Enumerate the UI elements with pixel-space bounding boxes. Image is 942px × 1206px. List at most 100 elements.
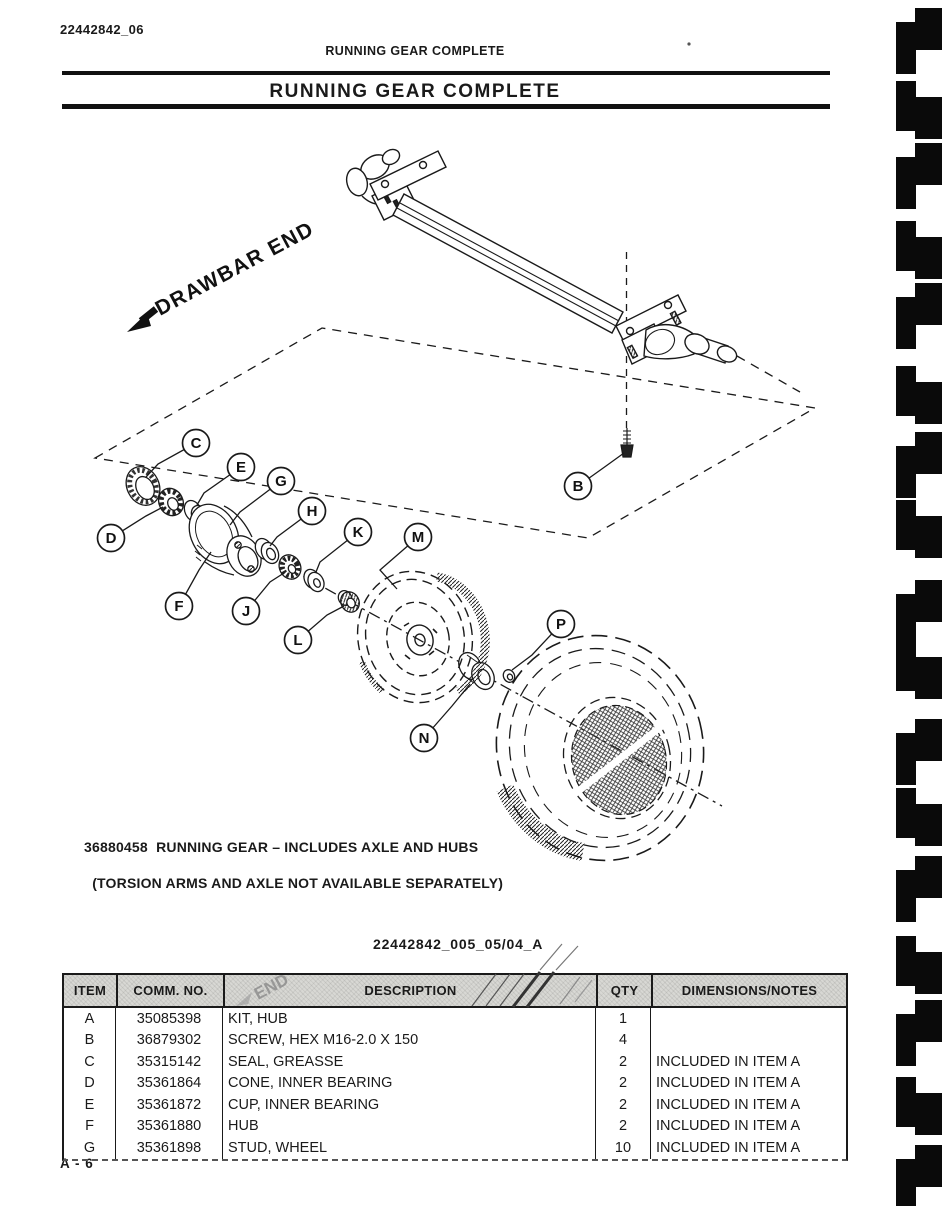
binder-hole-mark [896, 220, 916, 271]
binder-hole-mark [915, 431, 942, 474]
header-rule-bottom [62, 104, 830, 109]
callout-label-E: E [236, 459, 246, 476]
table-cell: INCLUDED IN ITEM A [656, 1053, 801, 1070]
header-rule-top [62, 71, 830, 75]
callout-label-K: K [353, 524, 364, 541]
table-cell: 35361898 [116, 1137, 223, 1159]
callout-label-N: N [419, 730, 430, 747]
axle-assembly [345, 148, 738, 365]
col-header-item: ITEM [64, 975, 118, 1006]
table-cell: 10 [596, 1137, 651, 1159]
table-cell: G [64, 1137, 116, 1159]
parts-table: ITEM COMM. NO. DESCRIPTION QTY DIMENSION… [62, 973, 848, 1161]
table-cell: 36879302 [116, 1029, 223, 1051]
binder-hole-mark [896, 1014, 916, 1067]
table-cell: SCREW, HEX M16-2.0 X 150 [223, 1029, 596, 1051]
col-header-qty: QTY [598, 975, 653, 1006]
caption-line-2: (TORSION ARMS AND AXLE NOT AVAILABLE SEP… [92, 875, 504, 891]
binder-hole-mark [896, 1158, 916, 1206]
binder-hole-mark [896, 733, 916, 785]
table-cell: 2 [596, 1072, 651, 1094]
callout-label-L: L [293, 632, 302, 649]
col-header-comm: COMM. NO. [118, 975, 225, 1006]
table-cell: 35315142 [116, 1051, 223, 1073]
binder-hole-mark [915, 516, 942, 559]
binder-hole-mark [896, 594, 916, 647]
binder-hole-mark [915, 236, 942, 279]
callout-label-J: J [242, 603, 250, 620]
binder-hole-mark [896, 156, 916, 209]
callouts: C E G H K M D F J L B P N [96, 428, 593, 753]
table-cell: 4 [596, 1029, 651, 1051]
table-cell: INCLUDED IN ITEM A [656, 1096, 801, 1113]
binder-hole-mark [915, 951, 942, 994]
callout-label-F: F [174, 598, 183, 615]
callout-label-G: G [275, 473, 287, 490]
binder-hole-mark [896, 365, 916, 416]
wheel-rim [356, 570, 490, 704]
table-cell: D [64, 1072, 116, 1094]
binder-hole-mark [896, 1076, 916, 1127]
table-cell: INCLUDED IN ITEM A [656, 1075, 801, 1092]
binder-hole-mark [915, 804, 942, 847]
screw-part [620, 428, 634, 458]
table-cell: A [64, 1008, 116, 1030]
binder-hole-mark [896, 788, 916, 839]
caption-line-1: 36880458 RUNNING GEAR – INCLUDES AXLE AN… [84, 839, 479, 855]
binder-hole-mark [915, 1092, 942, 1135]
figure-reference: 22442842_005_05/04_A [373, 936, 544, 952]
binder-hole-mark [896, 22, 916, 74]
table-cell: 35361880 [116, 1115, 223, 1137]
binder-hole-mark [896, 445, 916, 498]
table-cell: C [64, 1051, 116, 1073]
binder-hole-mark [915, 381, 942, 424]
drawbar-end-text: DRAWBAR END [152, 217, 318, 320]
tire [495, 634, 705, 862]
table-cell: KIT, HUB [223, 1008, 596, 1030]
table-cell: 35085398 [116, 1008, 223, 1030]
col-header-notes: DIMENSIONS/NOTES [681, 983, 818, 998]
table-cell: CONE, INNER BEARING [223, 1072, 596, 1094]
binder-hole-mark [915, 142, 942, 185]
binder-hole-mark [915, 719, 942, 761]
table-cell: STUD, WHEEL [223, 1137, 596, 1159]
drawbar-end-label: DRAWBAR END [127, 217, 318, 332]
binder-hole-mark [896, 869, 916, 922]
table-cell: B [64, 1029, 116, 1051]
binder-hole-mark [896, 935, 916, 986]
table-cell: 35361864 [116, 1072, 223, 1094]
table-cell: 2 [596, 1115, 651, 1137]
col-header-desc: DESCRIPTION [225, 975, 598, 1006]
phantom-outline [93, 252, 817, 807]
binder-hole-mark [896, 500, 916, 551]
table-cell: INCLUDED IN ITEM A [656, 1139, 801, 1156]
binder-hole-mark [915, 580, 942, 623]
running-header: RUNNING GEAR COMPLETE [325, 44, 505, 58]
table-cell: E [64, 1094, 116, 1116]
binder-hole-mark [915, 97, 942, 140]
callout-label-B: B [573, 478, 584, 495]
binder-hole-mark [915, 1000, 942, 1043]
table-cell: SEAL, GREASSE [223, 1051, 596, 1073]
table-cell: F [64, 1115, 116, 1137]
parts-table-header: ITEM COMM. NO. DESCRIPTION QTY DIMENSION… [62, 973, 848, 1008]
binder-hole-mark [915, 283, 942, 326]
table-cell: 35361872 [116, 1094, 223, 1116]
doc-number: 22442842_06 [60, 22, 144, 37]
table-cell: HUB [223, 1115, 596, 1137]
binder-hole-mark [896, 640, 916, 691]
page-title: RUNNING GEAR COMPLETE [269, 81, 561, 102]
binder-hole-mark [915, 855, 942, 898]
figure-caption: 36880458 RUNNING GEAR – INCLUDES AXLE AN… [84, 838, 503, 892]
table-cell [651, 1030, 842, 1052]
binder-hole-mark [915, 656, 942, 699]
callout-label-D: D [106, 530, 117, 547]
